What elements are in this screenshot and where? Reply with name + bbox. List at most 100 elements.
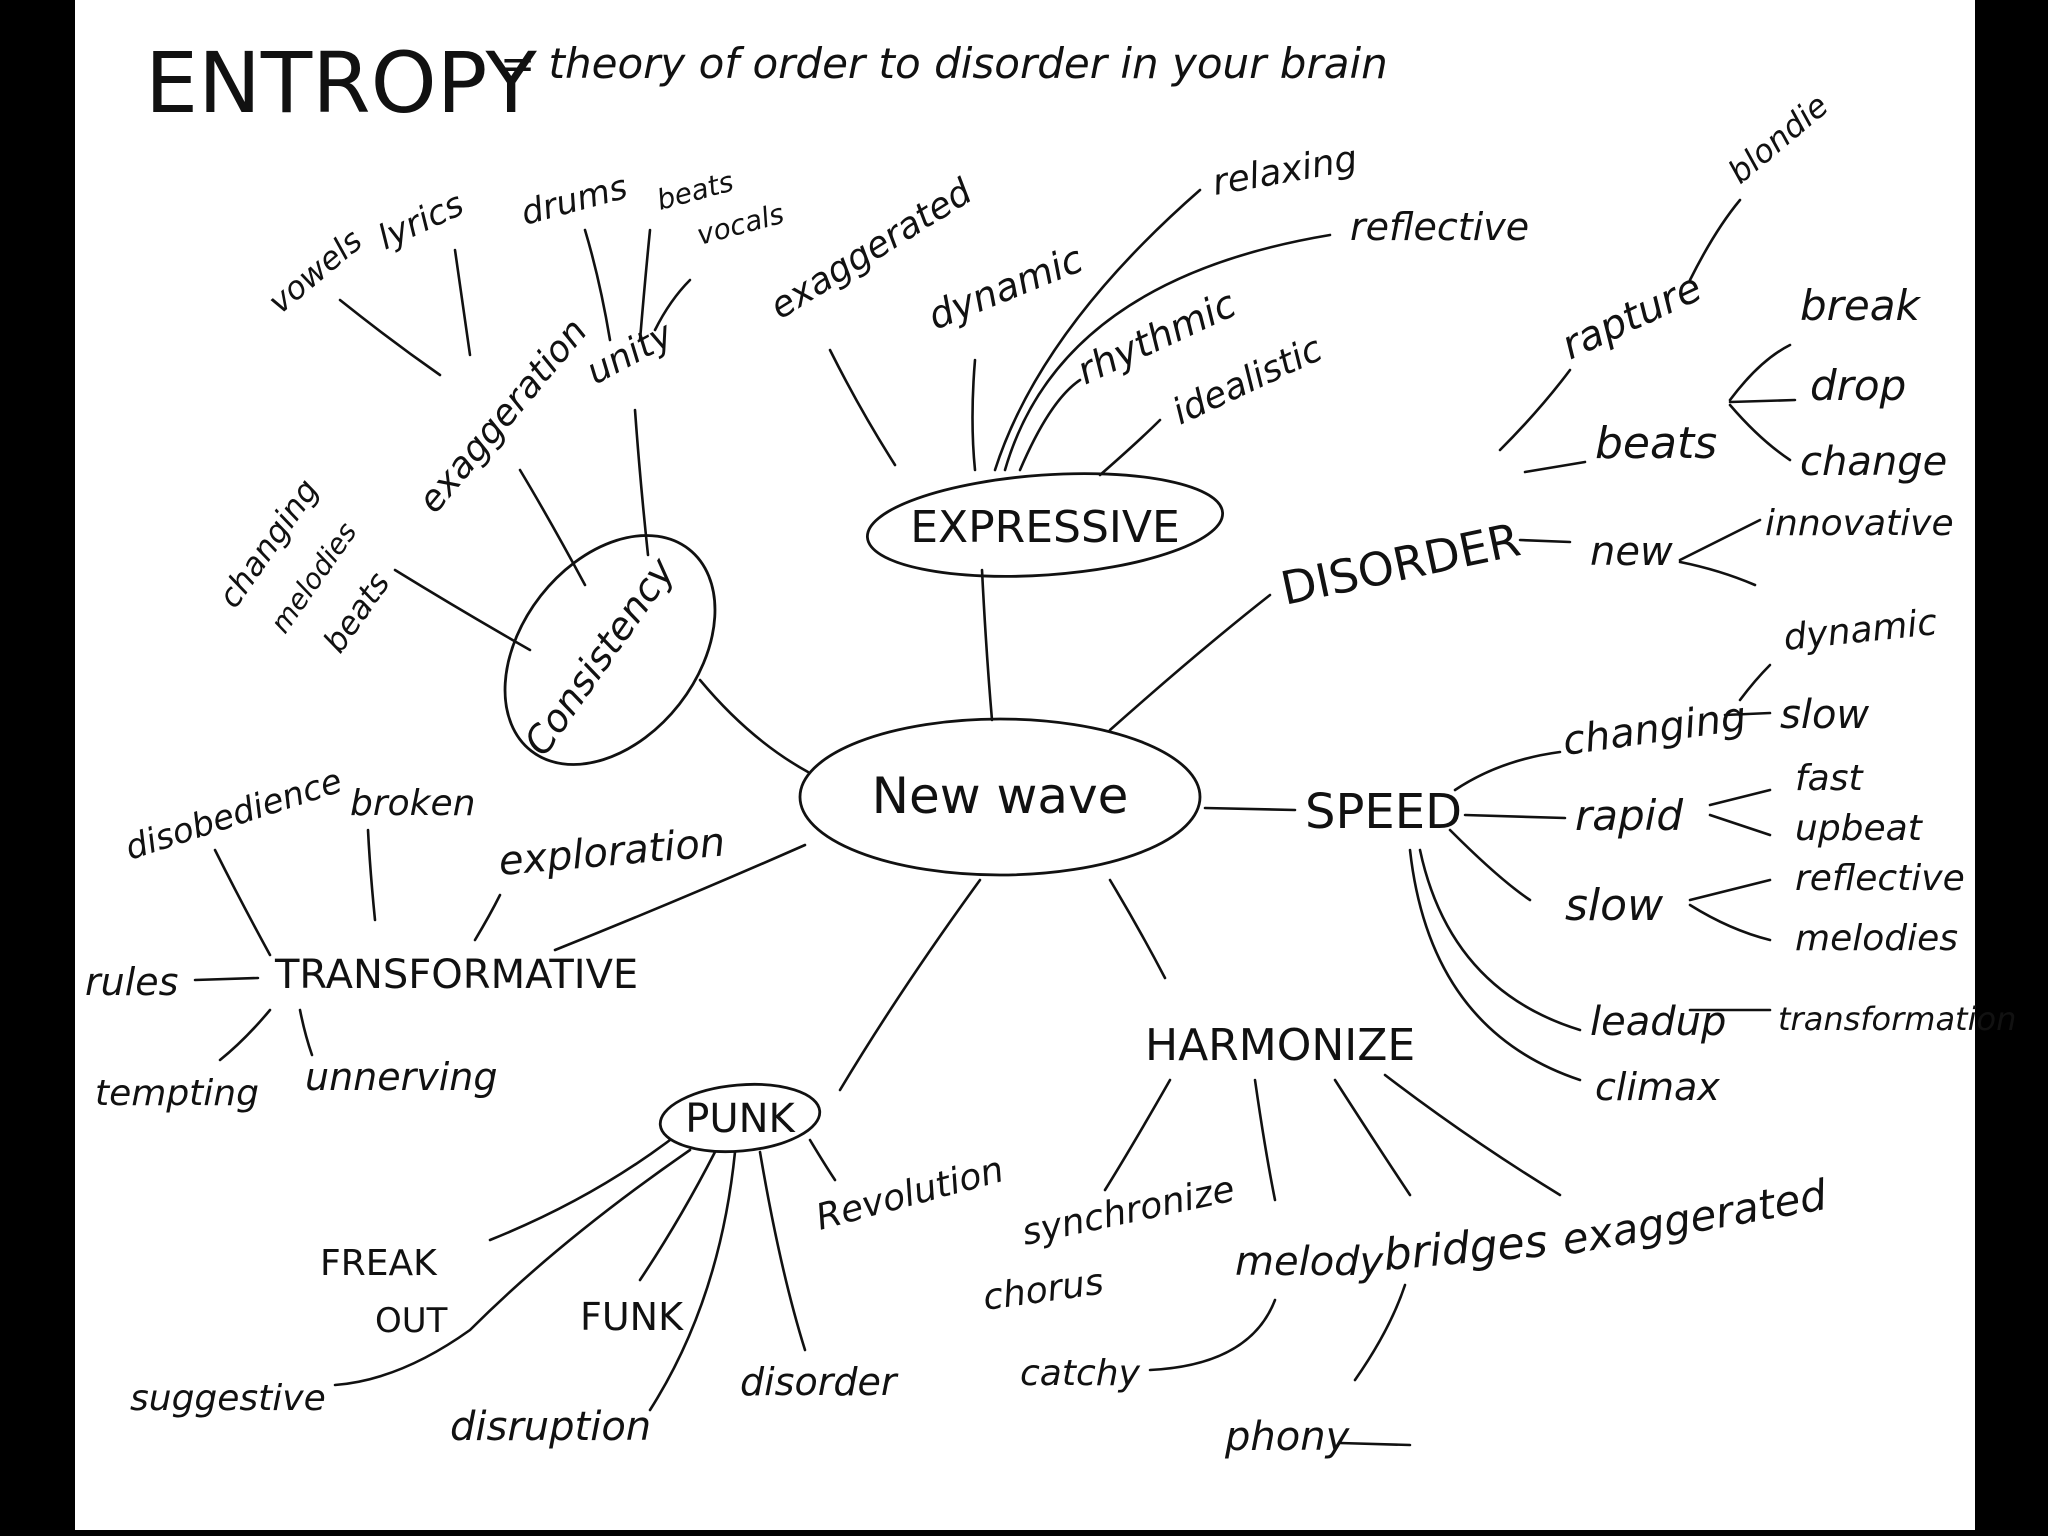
link-transformative-rules (193, 976, 260, 982)
title-heading: ENTROPY (145, 34, 538, 132)
link-unity-drums (583, 228, 612, 342)
harmonize-chorus: chorus (981, 1261, 1107, 1318)
link-rapid-upbeat (1708, 813, 1772, 837)
punk-disorder: disorder (740, 1360, 899, 1404)
disorder-blondie: blondie (1721, 86, 1836, 191)
link-speed-climax (1408, 848, 1582, 1082)
speed-upbeat: upbeat (1795, 808, 1924, 849)
transformative-label: TRANSFORMATIVE (274, 952, 638, 998)
link-exaggeration-lyrics (453, 248, 472, 357)
link-exaggeration-vowels (338, 298, 442, 377)
speed-transformation: transformation (1778, 1000, 2016, 1038)
link-transformative-disobedience (213, 848, 272, 957)
center-label: New wave (872, 767, 1129, 825)
link-expressive-rhythmic (1018, 378, 1082, 472)
speed-dynamic: dynamic (1782, 602, 1940, 659)
link-harmonize-bridges (1333, 1078, 1412, 1197)
consistency-unity: unity (580, 314, 680, 393)
link-transformative-exploration (473, 893, 502, 942)
speed-fast: fast (1795, 758, 1864, 799)
link-bridges-phony (1353, 1283, 1407, 1382)
link-consistency-beats (393, 568, 532, 652)
link-harmonize-exaggerated (1383, 1073, 1562, 1197)
disorder-label: DISORDER (1276, 512, 1525, 615)
harmonize-melody: melody (1235, 1239, 1385, 1285)
speed-slow: slow (1780, 692, 1869, 738)
disorder-beats: beats (1595, 418, 1717, 469)
link-punk-funk (638, 1150, 717, 1282)
link-disorder-beats (1523, 460, 1587, 474)
punk-out: OUT (375, 1301, 448, 1341)
link-punk-freakout (488, 1138, 672, 1242)
disorder-new: new (1590, 529, 1673, 575)
speed-changing: changing (1560, 694, 1749, 765)
link-harmonize-synchronize (1103, 1078, 1172, 1192)
disorder-break: break (1800, 281, 1922, 330)
link-transformative-tempting (218, 1008, 272, 1062)
consistency-lyrics: lyrics (372, 184, 470, 258)
link-punk-disruption (648, 1150, 737, 1412)
disorder-rapture: rapture (1555, 265, 1709, 369)
link-punk-disorder (758, 1150, 807, 1352)
punk-bubble (658, 1082, 822, 1154)
consistency-vocals: vocals (693, 197, 787, 252)
link-center-punk (838, 878, 982, 1092)
disorder-innovative: innovative (1765, 503, 1954, 544)
link-disorder-rapture (1498, 368, 1572, 452)
consistency-drums: drums (517, 167, 632, 234)
transformative-rules: rules (85, 960, 178, 1004)
link-expressive-reflective (1003, 233, 1332, 472)
link-consistency-exaggeration (518, 468, 587, 587)
paper-sheet (75, 0, 1975, 1530)
transformative-exploration: exploration (497, 819, 727, 885)
harmonize-catchy: catchy (1020, 1353, 1141, 1394)
link-center-transformative (553, 843, 807, 952)
link-slow-reflective (1688, 878, 1772, 902)
link-punk-suggestive (333, 1148, 692, 1387)
speed-label: SPEED (1305, 784, 1462, 840)
punk-funk: FUNK (580, 1295, 684, 1339)
center-bubble (798, 717, 1202, 877)
speed-melodies: melodies (1795, 918, 1958, 959)
harmonize-bridges: bridges (1382, 1216, 1550, 1281)
punk-revolution: Revolution (812, 1149, 1008, 1238)
harmonize-phony: phony (1224, 1414, 1351, 1460)
link-speed-changing (1453, 750, 1562, 792)
link-consistency-unity (633, 408, 650, 557)
link-center-speed (1203, 806, 1297, 812)
link-transformative-broken (366, 828, 377, 922)
link-center-consistency (698, 678, 810, 774)
speed-leadup: leadup (1590, 999, 1726, 1045)
link-expressive-relaxing (993, 188, 1202, 472)
transformative-broken: broken (350, 783, 476, 824)
expressive-bubble (865, 472, 1225, 578)
transformative-disobedience: disobedience (120, 761, 346, 869)
link-expressive-dynamic (971, 358, 977, 472)
speed-slow2: slow (1565, 880, 1664, 931)
link-beats-break (1728, 343, 1792, 402)
disorder-change: change (1800, 439, 1947, 485)
link-expressive-idealistic (1098, 418, 1162, 477)
link-speed-rapid (1463, 813, 1567, 820)
link-slow-melodies (1688, 903, 1772, 942)
expressive-reflective: reflective (1350, 205, 1529, 249)
speed-rapid: rapid (1575, 791, 1683, 840)
link-transformative-unnerving (298, 1008, 314, 1057)
punk-label: PUNK (685, 1096, 796, 1142)
link-harmonize-melody (1253, 1078, 1277, 1202)
speed-climax: climax (1595, 1065, 1720, 1109)
link-new-innovative (1678, 518, 1762, 562)
link-beats-drop (1728, 398, 1797, 404)
link-unity-vocals (653, 278, 692, 332)
link-unity-beats (638, 228, 652, 342)
harmonize-exaggerated: exaggerated (1558, 1170, 1830, 1265)
consistency-label: Consistency (515, 549, 683, 763)
harmonize-synchronize: synchronize (1018, 1169, 1238, 1254)
link-center-harmonize (1108, 878, 1167, 980)
consistency-beats2: beats (653, 165, 737, 217)
consistency-bubble (503, 534, 717, 766)
expressive-dynamic: dynamic (922, 237, 1089, 339)
punk-freak: FREAK (320, 1243, 438, 1284)
link-disorder-new (1518, 538, 1572, 544)
title-subtitle: = theory of order to disorder in your br… (500, 39, 1388, 88)
